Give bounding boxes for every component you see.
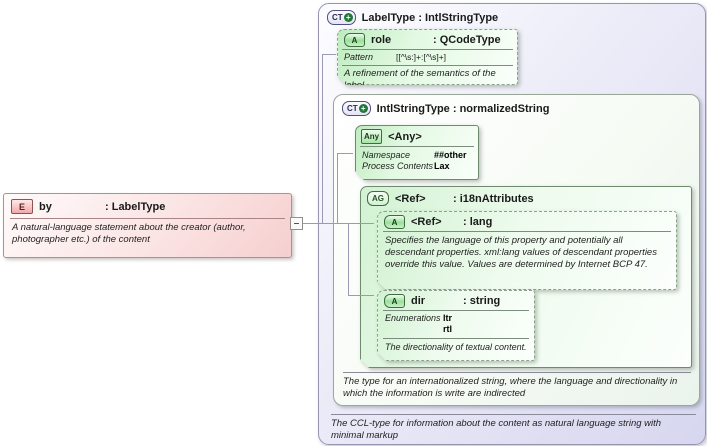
divider [342, 65, 513, 66]
element-by-box: E by : LabelType A natural-language stat… [3, 193, 292, 258]
attribute-type: : lang [463, 216, 493, 228]
attribute-name: <Ref> [411, 216, 442, 228]
enumeration-value: ltr [443, 313, 452, 323]
collapse-toggle[interactable] [290, 217, 303, 230]
process-contents-value: Lax [434, 161, 450, 171]
dir-attribute-box: A dir : string Enumerations ltr rtl [377, 290, 535, 361]
connector-line [322, 54, 336, 55]
labeltype-panel: CT + LabelType : IntlStringType A role :… [318, 3, 706, 445]
divider [10, 218, 285, 219]
dir-description: The directionality of textual content. [385, 342, 527, 352]
element-name: by [39, 200, 52, 213]
ct-label: CT [332, 13, 343, 22]
element-type: : LabelType [105, 200, 166, 213]
any-badge: Any [361, 129, 382, 144]
connector-line [348, 295, 374, 296]
connector-line [322, 54, 323, 224]
attribute-type: : QCodeType [433, 34, 501, 46]
any-name: <Any> [388, 130, 422, 143]
ct-label: CT [347, 104, 358, 113]
divider [383, 231, 671, 232]
pattern-label: Pattern [344, 52, 374, 62]
role-attribute-box: A role : QCodeType Pattern [[^\s:]+:[^\s… [337, 29, 518, 85]
lang-attribute-box: A <Ref> : lang Specifies the language of… [377, 211, 677, 290]
intlstringtype-panel: CT + IntlStringType : normalizedString A… [333, 94, 700, 406]
attribute-badge: A [344, 33, 365, 47]
complextype-badge[interactable]: CT + [342, 101, 371, 116]
namespace-label: Namespace [362, 150, 411, 160]
lang-description: Specifies the language of this property … [385, 235, 657, 270]
attribute-badge: A [384, 294, 405, 308]
enumerations-label: Enumerations [385, 313, 441, 323]
namespace-value: ##other [434, 150, 467, 160]
attribute-badge: A [384, 215, 405, 229]
connector-line [348, 223, 349, 295]
element-icon: E [11, 199, 33, 214]
connector-line [337, 153, 338, 224]
intlstringtype-footer: The type for an internationalized string… [343, 372, 691, 400]
attribute-name: role [371, 34, 392, 46]
labeltype-title: LabelType : IntlStringType [361, 11, 499, 24]
group-ref-name: <Ref> [395, 192, 426, 205]
minus-icon [294, 223, 299, 224]
divider [383, 310, 529, 311]
pattern-value: [[^\s:]+:[^\s]+] [396, 52, 447, 62]
element-description: A natural-language statement about the c… [12, 222, 246, 245]
labeltype-footer: The CCL-type for information about the c… [331, 414, 696, 442]
role-description: A refinement of the semantics of the lab… [344, 68, 496, 91]
divider [342, 49, 513, 50]
intlstringtype-title: IntlStringType : normalizedString [376, 102, 550, 115]
complextype-badge[interactable]: CT + [327, 10, 356, 25]
attributegroup-badge: AG [367, 191, 389, 206]
enumeration-value: rtl [443, 324, 452, 334]
attribute-type: : string [463, 295, 501, 307]
i18nattributes-group-box: AG <Ref> : i18nAttributes A <Ref> : lang [360, 186, 692, 368]
process-contents-label: Process Contents [362, 161, 434, 171]
expand-icon[interactable]: + [358, 104, 368, 113]
divider [383, 338, 529, 339]
group-type: : i18nAttributes [453, 192, 534, 205]
any-wildcard-box: Any <Any> Namespace ##other Process Cont… [355, 125, 479, 180]
connector-line [337, 153, 353, 154]
attribute-name: dir [411, 295, 426, 307]
divider [360, 146, 474, 147]
expand-icon[interactable]: + [343, 13, 353, 22]
